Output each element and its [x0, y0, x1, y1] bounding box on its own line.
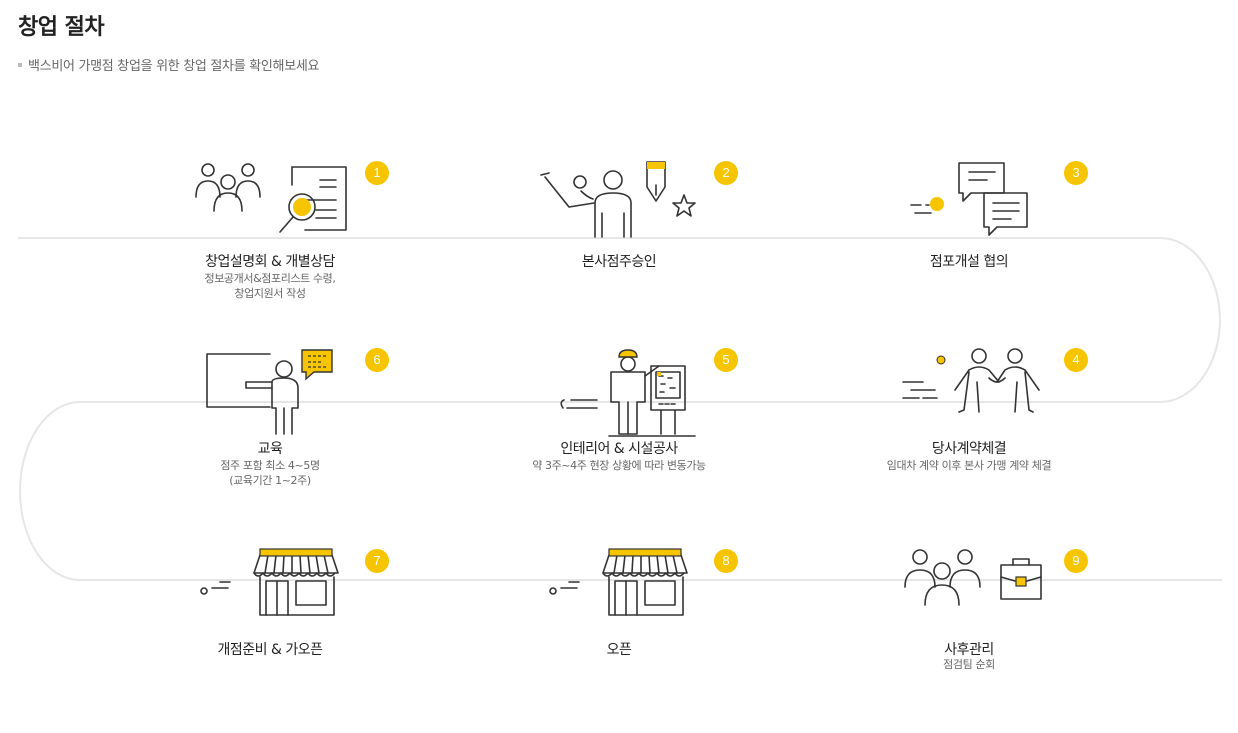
- process-path: [18, 237, 1222, 581]
- step-number-badge: 6: [365, 348, 389, 372]
- step-desc: 약 3주~4주 현장 상황에 따라 변동가능: [532, 459, 706, 472]
- step-label: 창업설명회 & 개별상담: [205, 254, 335, 270]
- step-7: 7 개점준비 & 가오픈: [120, 543, 420, 733]
- step-6: 6 교육 점주 포함 최소 4~5명 (교육기간 1~2주): [120, 342, 420, 532]
- storefront-icon: [200, 548, 339, 616]
- presenter-board-icon: [206, 349, 333, 435]
- step-number-badge: 3: [1064, 161, 1088, 185]
- people-document-search-icon: [195, 163, 347, 233]
- step-4: 4 당사계약체결 임대차 계약 이후 본사 가맹 계약 체결: [819, 342, 1119, 532]
- step-label: 본사점주승인: [581, 254, 657, 270]
- raised-hand-approval-icon: [540, 161, 696, 238]
- page-title: 창업 절차: [18, 15, 105, 40]
- step-number-badge: 7: [365, 549, 389, 573]
- step-3: 3 점포개설 협의: [819, 155, 1119, 345]
- people-briefcase-icon: [904, 549, 1042, 606]
- step-label: 교육: [257, 441, 283, 457]
- step-number-badge: 8: [714, 549, 738, 573]
- step-label: 오픈: [606, 642, 632, 658]
- step-1: 1 창업설명회 & 개별상담 정보공개서&점포리스트 수령, 창업지원서 작성: [120, 155, 420, 345]
- step-label: 사후관리: [944, 642, 994, 658]
- step-5: 5 인테리어 & 시설공사 약 3주~4주 현장 상황에 따라 변동가능: [469, 342, 769, 532]
- step-desc: 점검팀 순회: [943, 658, 995, 671]
- step-desc: 점주 포함 최소 4~5명 (교육기간 1~2주): [220, 459, 320, 487]
- step-number-badge: 2: [714, 161, 738, 185]
- step-label: 인테리어 & 시설공사: [560, 441, 678, 457]
- step-8: 8 오픈: [469, 543, 769, 733]
- step-desc: 정보공개서&점포리스트 수령, 창업지원서 작성: [204, 272, 336, 300]
- step-9: 9 사후관리 점검팀 순회: [819, 543, 1119, 733]
- step-label: 개점준비 & 가오픈: [217, 642, 323, 658]
- subtitle-text: 백스비어 가맹점 창업을 위한 창업 절차를 확인해보세요: [28, 59, 320, 74]
- page-subtitle: 백스비어 가맹점 창업을 위한 창업 절차를 확인해보세요: [18, 55, 319, 74]
- step-number-badge: 9: [1064, 549, 1088, 573]
- handshake-icon: [902, 348, 1040, 413]
- chat-bubbles-icon: [910, 162, 1028, 236]
- construction-worker-icon: [560, 349, 696, 437]
- step-label: 당사계약체결: [931, 441, 1007, 457]
- step-number-badge: 4: [1064, 348, 1088, 372]
- step-2: 2 본사점주승인: [469, 155, 769, 345]
- storefront-icon: [549, 548, 688, 616]
- step-number-badge: 1: [365, 161, 389, 185]
- step-label: 점포개설 협의: [929, 254, 1009, 270]
- step-desc: 임대차 계약 이후 본사 가맹 계약 체결: [886, 459, 1052, 472]
- bullet-icon: [18, 62, 22, 67]
- step-number-badge: 5: [714, 348, 738, 372]
